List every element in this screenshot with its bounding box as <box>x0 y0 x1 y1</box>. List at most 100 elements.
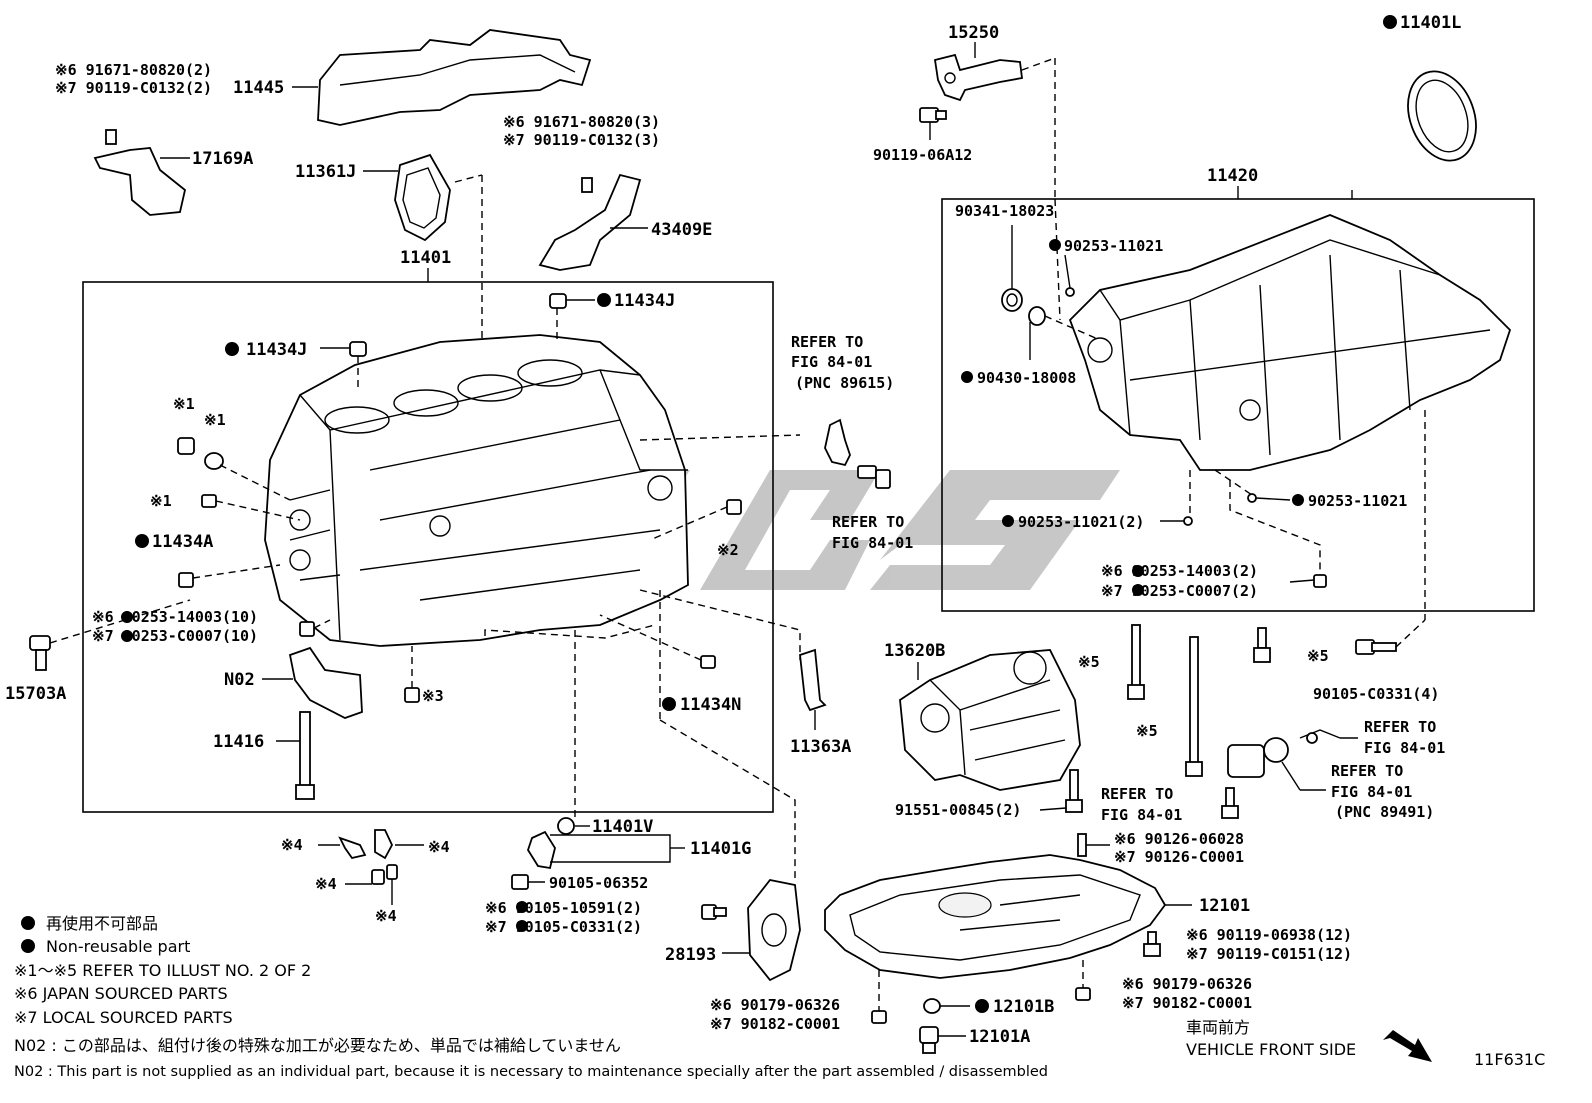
label-12101b[interactable]: 12101B <box>993 997 1054 1017</box>
label-17169a[interactable]: 17169A <box>192 149 253 169</box>
label-11434n[interactable]: 11434N <box>680 695 741 715</box>
label-11434j-left[interactable]: 11434J <box>246 340 307 360</box>
part-11434j-pin-left[interactable] <box>349 341 367 357</box>
pin-mark1-c[interactable] <box>201 494 217 508</box>
part-90341-plug[interactable] <box>1001 288 1023 312</box>
label-90105-c0331-4[interactable]: 90105-C0331(4) <box>1313 685 1439 703</box>
refer3-line1[interactable]: REFER TO <box>1364 718 1436 736</box>
label-12101a[interactable]: 12101A <box>969 1027 1030 1047</box>
refer5-line2[interactable]: FIG 84-01 <box>1101 806 1182 824</box>
part-11445-cover[interactable] <box>317 29 592 126</box>
label-90253-c0007-2[interactable]: ※7 90253-C0007(2) <box>1101 582 1258 600</box>
bolt-mark5-b[interactable] <box>1185 636 1203 777</box>
part-90430-gasket[interactable] <box>1028 306 1046 326</box>
refer2-line2[interactable]: FIG 84-01 <box>832 534 913 552</box>
part-90253-11021-2[interactable] <box>1183 516 1193 526</box>
label-11361j[interactable]: 11361J <box>295 162 356 182</box>
part-28193-gasket[interactable] <box>747 879 801 982</box>
part-90253-11021-a[interactable] <box>1065 287 1075 297</box>
label-11434j-top[interactable]: 11434J <box>614 291 675 311</box>
label-90253-14003-2[interactable]: ※6 90253-14003(2) <box>1101 562 1258 580</box>
part-11361j-gasket[interactable] <box>394 153 451 242</box>
bolt-91551-00845[interactable] <box>1065 769 1083 813</box>
ring-mark1-b[interactable] <box>204 452 224 470</box>
bolt-mark5-a[interactable] <box>1127 624 1145 700</box>
drain-plug-12101a[interactable] <box>919 1026 939 1054</box>
knock-sensor[interactable] <box>824 418 891 489</box>
label-91551-00845[interactable]: 91551-00845(2) <box>895 801 1021 819</box>
label-11401[interactable]: 11401 <box>400 248 451 268</box>
label-12101[interactable]: 12101 <box>1199 896 1250 916</box>
part-13620b-balancer[interactable] <box>899 649 1081 791</box>
part-15250-oil-control-valve[interactable] <box>933 53 1023 102</box>
part-43409e-bracket[interactable] <box>538 173 642 271</box>
label-11434a[interactable]: 11434A <box>152 532 213 552</box>
nut-90179-left[interactable] <box>871 1010 887 1024</box>
label-90105-06352[interactable]: 90105-06352 <box>549 874 648 892</box>
label-90182-c0001-left[interactable]: ※7 90182-C0001 <box>710 1015 840 1033</box>
refer1-line2[interactable]: FIG 84-01 <box>791 353 872 371</box>
bolt-90119-06a12[interactable] <box>919 107 947 123</box>
label-90119-c0132-2[interactable]: ※7 90119-C0132(2) <box>55 79 212 97</box>
bolt-90105-06352[interactable] <box>511 874 529 890</box>
label-90119-06938[interactable]: ※6 90119-06938(12) <box>1186 926 1352 944</box>
refer1-line1[interactable]: REFER TO <box>791 333 863 351</box>
refer4-line3[interactable]: (PNC 89491) <box>1335 803 1434 821</box>
part-11416-bolt[interactable] <box>295 711 315 800</box>
label-90126-06028[interactable]: ※6 90126-06028 <box>1114 830 1244 848</box>
part-12101-oil-pan[interactable] <box>824 854 1167 979</box>
part-11434n-pin[interactable] <box>700 655 716 669</box>
pin-mark2[interactable] <box>726 499 742 515</box>
part-15703a-plug[interactable] <box>29 635 51 671</box>
label-91671-80820-3[interactable]: ※6 91671-80820(3) <box>503 113 660 131</box>
label-11445[interactable]: 11445 <box>233 78 284 98</box>
label-90253-14003-10[interactable]: ※6 90253-14003(10) <box>92 608 258 626</box>
part-17169a-bracket[interactable] <box>93 129 187 216</box>
oil-level-sensor[interactable] <box>1227 729 1341 778</box>
part-90253-11021-b[interactable] <box>1247 493 1257 503</box>
part-11401v-oring[interactable] <box>557 817 575 835</box>
label-90253-c0007-10[interactable]: ※7 90253-C0007(10) <box>92 627 258 645</box>
label-90253-11021-b[interactable]: 90253-11021 <box>1308 492 1407 510</box>
label-15703a[interactable]: 15703A <box>5 684 66 704</box>
label-11401g[interactable]: 11401G <box>690 839 751 859</box>
bolt-refer-fig-84-01[interactable] <box>1221 787 1239 819</box>
clip-mark4-group[interactable] <box>338 829 398 885</box>
part-11434j-pin-top[interactable] <box>549 293 567 309</box>
label-90341-18023[interactable]: 90341-18023 <box>955 202 1054 220</box>
part-11401g-sensor[interactable] <box>527 830 556 870</box>
label-28193[interactable]: 28193 <box>665 945 716 965</box>
label-11401v[interactable]: 11401V <box>592 817 653 837</box>
label-90430-18008[interactable]: 90430-18008 <box>977 369 1076 387</box>
pin-mark3[interactable] <box>404 687 420 703</box>
engine-block-11401[interactable] <box>264 334 689 647</box>
bolt-90105-10591[interactable] <box>701 904 727 920</box>
part-11420-crankcase[interactable] <box>1068 214 1512 471</box>
label-n02[interactable]: N02 <box>224 670 255 690</box>
label-90126-c0001[interactable]: ※7 90126-C0001 <box>1114 848 1244 866</box>
label-11416[interactable]: 11416 <box>213 732 264 752</box>
refer1-line3[interactable]: (PNC 89615) <box>795 374 894 392</box>
label-90179-06326-right[interactable]: ※6 90179-06326 <box>1122 975 1252 993</box>
part-11434a-pin[interactable] <box>178 572 194 588</box>
refer4-line2[interactable]: FIG 84-01 <box>1331 783 1412 801</box>
part-90253-plug-10[interactable] <box>299 621 315 637</box>
label-90105-10591[interactable]: ※6 90105-10591(2) <box>485 899 642 917</box>
label-11363a[interactable]: 11363A <box>790 737 851 757</box>
bolt-90105-c0331-4[interactable] <box>1355 639 1397 655</box>
label-11401l[interactable]: 11401L <box>1400 13 1461 33</box>
label-91671-80820-2[interactable]: ※6 91671-80820(2) <box>55 61 212 79</box>
label-90253-11021-a[interactable]: 90253-11021 <box>1064 237 1163 255</box>
bolt-90126[interactable] <box>1077 833 1087 857</box>
label-15250[interactable]: 15250 <box>948 23 999 43</box>
refer4-line1[interactable]: REFER TO <box>1331 762 1403 780</box>
refer3-line2[interactable]: FIG 84-01 <box>1364 739 1445 757</box>
label-90253-11021-2[interactable]: 90253-11021(2) <box>1018 513 1144 531</box>
part-11363a-hose[interactable] <box>799 648 827 712</box>
refer2-line1[interactable]: REFER TO <box>832 513 904 531</box>
part-90253-14003-2[interactable] <box>1313 574 1327 588</box>
label-43409e[interactable]: 43409E <box>651 220 712 240</box>
refer5-line1[interactable]: REFER TO <box>1101 785 1173 803</box>
label-90119-c0151[interactable]: ※7 90119-C0151(12) <box>1186 945 1352 963</box>
bolt-90119-06938[interactable] <box>1143 931 1161 957</box>
